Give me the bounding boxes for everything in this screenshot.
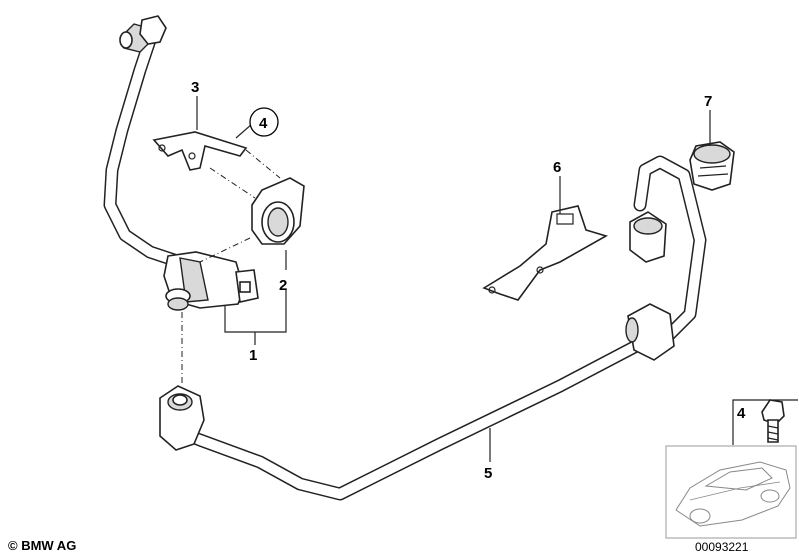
car-thumbnail [665,445,797,539]
upper-hose [103,15,187,269]
image-number: 00093221 [695,540,749,554]
callout-5: 5 [484,465,492,482]
callout-4: 4 [259,115,268,132]
callout-4-circle: 4 [249,107,279,137]
valve-connector [163,251,259,311]
callout-1: 1 [249,347,257,364]
callout-3: 3 [191,79,199,96]
callout-4-inset: 4 [737,405,746,422]
bracket-part-6 [482,205,609,301]
copyright-text: © BMW AG [8,538,77,553]
bracket-part-3 [152,131,248,171]
main-hose-part-5 [159,155,707,501]
callout-6: 6 [553,159,561,176]
bolt-inset: 4 [732,399,798,445]
callout-2: 2 [279,277,287,294]
cap-part-7 [689,141,735,191]
callout-7: 7 [704,93,712,110]
clamp-part-2 [251,177,305,245]
